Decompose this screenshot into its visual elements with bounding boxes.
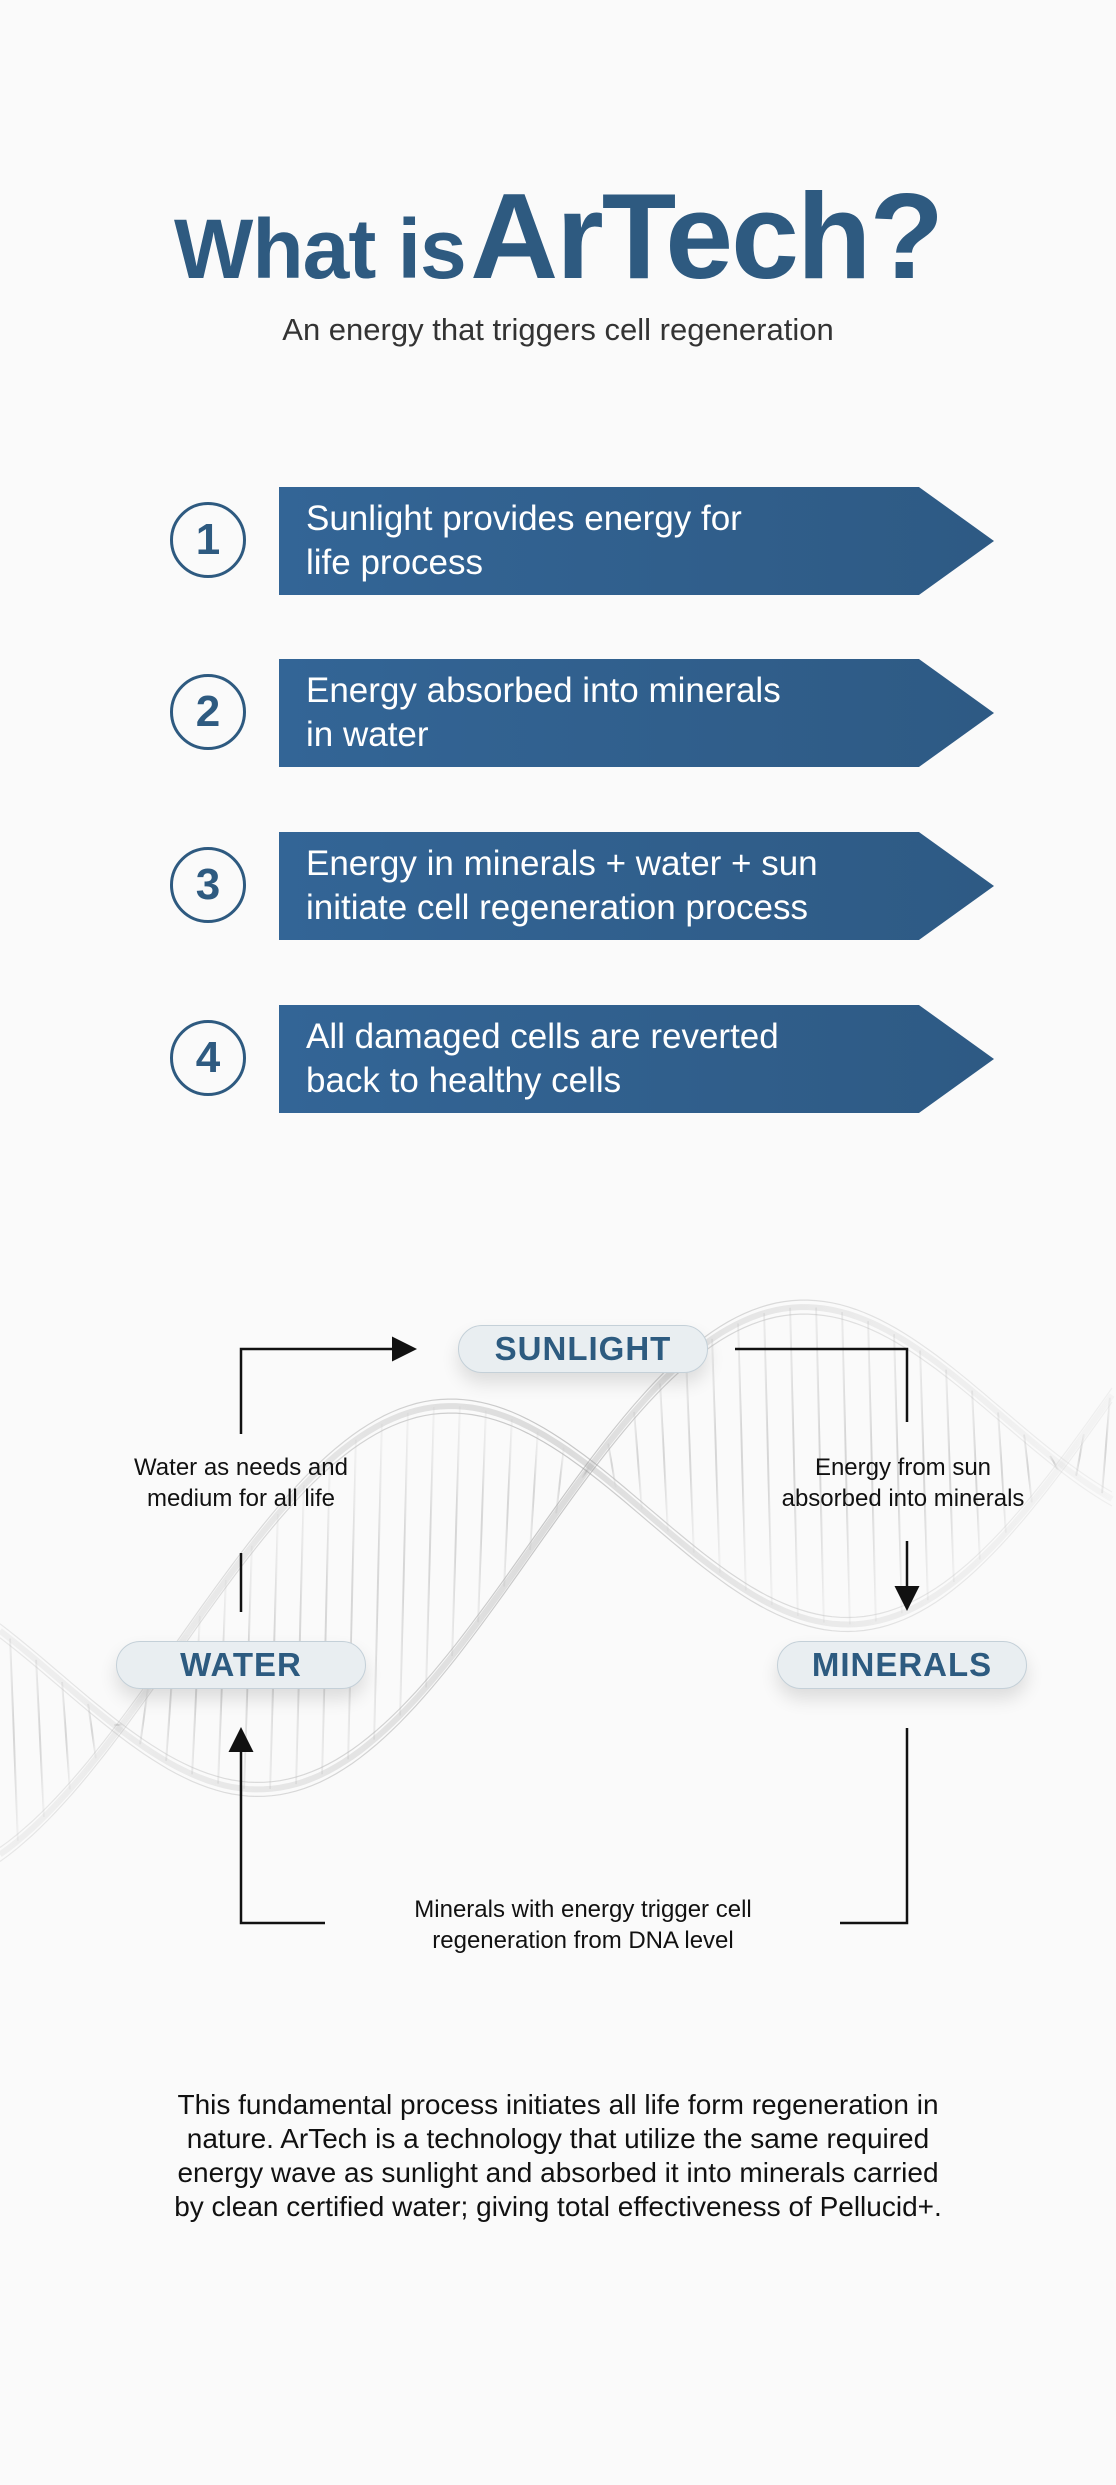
helix-rung [87,1703,97,1759]
helix-rung [347,1439,357,1760]
label-minerals-to-water: Minerals with energy trigger cell regene… [383,1894,783,1956]
node-sunlight: SUNLIGHT [458,1325,708,1373]
helix-rung [893,1334,903,1614]
page-subtitle: An energy that triggers cell regeneratio… [282,312,834,347]
title-brand: ArTech? [470,168,944,304]
helix-strand [0,1393,1115,1857]
helix-rung [867,1321,877,1622]
helix-rung [841,1312,851,1625]
helix-rung [139,1688,149,1745]
arrow-water-to-sunlight [239,1336,417,1434]
helix-rung [997,1412,1007,1533]
helix-rung [685,1358,695,1553]
helix-rung [659,1383,669,1532]
paragraph-line: This fundamental process initiates all l… [177,2089,939,2120]
helix-rung [451,1406,461,1657]
step-4-line-2: back to healthy cells [306,1061,622,1100]
arrow-to-water [228,1727,325,1925]
step-2-line-2: in water [306,715,429,754]
page-title: What is ArTech? [0,175,1116,297]
helix-rung [1101,1397,1111,1494]
helix-rung [971,1390,981,1560]
step-1-number: 1 [170,502,246,578]
dna-helix-illustration [0,1299,1115,1862]
step-4-number: 4 [170,1020,246,1096]
label-line: Water as needs and [134,1454,348,1481]
step-3-banner: Energy in minerals + water + sun initiate… [279,832,994,940]
helix-rung [425,1407,435,1688]
helix-rung [581,1466,591,1479]
label-line: Minerals with energy trigger cell [414,1896,752,1923]
helix-rung [633,1411,643,1510]
helix-strand [0,1313,1113,1798]
helix-rung [321,1460,331,1775]
step-2-banner: Energy absorbed into minerals in water [279,659,994,767]
step-1-banner: Sunlight provides energy for life process [279,487,994,595]
helix-rung [503,1418,513,1587]
helix-rung [815,1307,825,1623]
helix-strand [0,1387,1113,1848]
label-line: Energy from sun [814,1454,992,1481]
helix-rung [1075,1434,1085,1476]
step-2-number: 2 [170,674,246,750]
paragraph-line: energy wave as sunlight and absorbed it … [177,2157,939,2188]
label-line: medium for all life [146,1485,336,1512]
helix-rung [373,1423,383,1740]
helix-strand [0,1304,1114,1793]
step-3-line-2: initiate cell regeneration process [306,888,808,927]
label-line: regeneration from DNA level [432,1927,734,1954]
step-2-line-1: Energy absorbed into minerals [306,671,781,710]
step-3-number: 3 [170,847,246,923]
paragraph-line: by clean certified water; giving total e… [174,2191,942,2222]
node-minerals: MINERALS [777,1641,1027,1689]
helix-rung [529,1431,539,1551]
helix-rung [945,1369,955,1583]
label-line: absorbed into minerals [781,1485,1025,1512]
helix-rung [1049,1455,1059,1470]
label-water-to-sunlight: Water as needs and medium for all life [91,1452,391,1514]
node-water: WATER [116,1641,366,1689]
helix-rung [477,1410,487,1623]
helix-rung [9,1638,19,1841]
helix-rung [763,1313,773,1606]
title-prefix: What is [174,202,467,296]
helix-rung [61,1681,71,1790]
helix-rung [555,1447,565,1514]
paragraph-line: nature. ArTech is a technology that util… [186,2123,930,2154]
step-4-banner: All damaged cells are reverted back to he… [279,1005,994,1113]
footer-paragraph: This fundamental process initiates all l… [96,2088,1020,2224]
helix-rung [789,1307,799,1616]
label-sunlight-to-minerals: Energy from sun absorbed into minerals [753,1452,1053,1514]
helix-rung [295,1485,305,1785]
helix-rung [711,1338,721,1573]
step-3-line-1: Energy in minerals + water + sun [306,844,818,883]
step-1-line-2: life process [306,543,484,582]
helix-rung [737,1323,747,1591]
helix-rung [399,1412,409,1716]
step-1-line-1: Sunlight provides energy for [306,499,742,538]
helix-rung [607,1443,617,1488]
line-minerals-down [840,1728,909,1925]
step-4-line-1: All damaged cells are reverted [306,1017,779,1056]
helix-rung [1023,1434,1033,1503]
helix-rung [919,1350,929,1601]
helix-rung [35,1659,45,1818]
line-sunlight-to-minerals [735,1347,909,1422]
